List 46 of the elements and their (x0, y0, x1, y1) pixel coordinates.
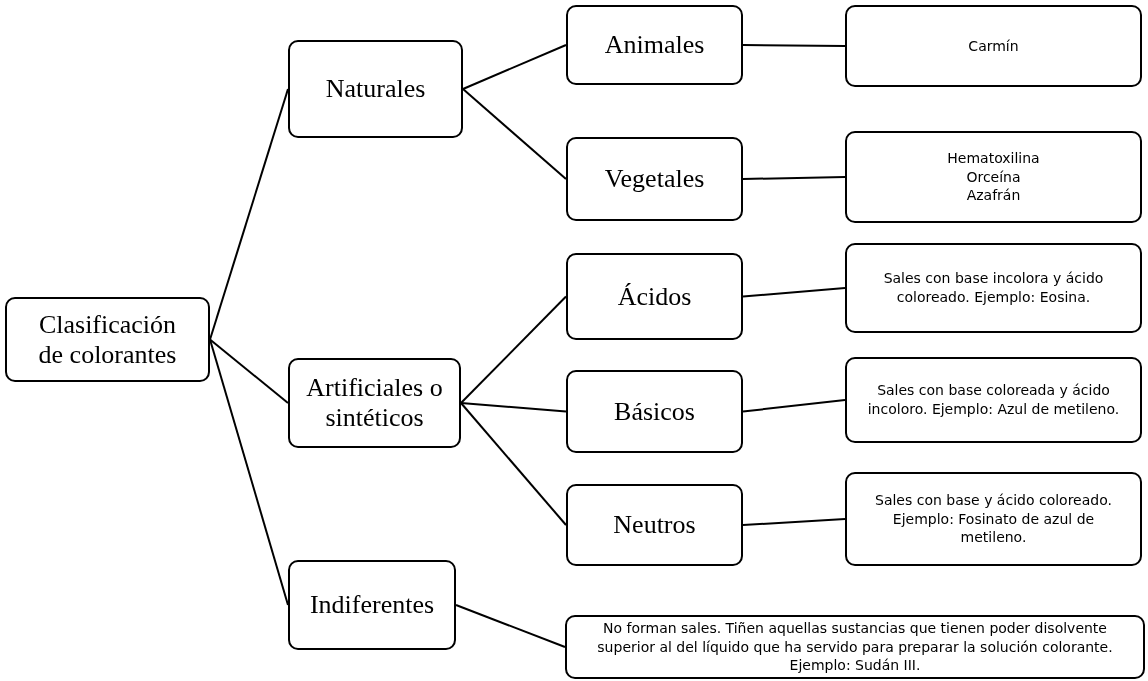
description-box (565, 615, 1145, 679)
box-text: Animales (604, 30, 705, 60)
connector-line (460, 402, 567, 526)
category-box (566, 5, 743, 85)
box-text: Carmín (968, 36, 1019, 56)
category-box (288, 358, 461, 448)
category-box (288, 560, 456, 650)
connector-line (742, 399, 846, 413)
box-text: Vegetales (604, 164, 705, 194)
box-text: Clasificación de colorantes (37, 309, 178, 370)
category-box (288, 40, 463, 138)
category-box (566, 484, 743, 566)
box-text: Orceína (966, 167, 1021, 187)
description-box (845, 243, 1142, 333)
connector-line (455, 604, 566, 648)
category-box (566, 137, 743, 221)
description-box (845, 472, 1142, 566)
box-text: Artificiales o sintéticos (305, 373, 444, 433)
connector-line (209, 88, 289, 341)
connector-line (460, 295, 567, 404)
connector-line (460, 402, 567, 413)
category-box (566, 253, 743, 340)
box-text: Sales con base incolora y ácido coloreado. Ejemplo: Eosina. (882, 269, 1105, 307)
box-text: Básicos (614, 396, 695, 427)
box-text: Sales con base coloreada y ácido incoloro. Ejemplo: Azul de metileno. (866, 381, 1121, 419)
box-text: No forman sales. Tiñen aquellas sustancias que tienen poder disolvente superior al del líquido que ha servido para preparar la solución colorante. Ejemplo: Sudán III. (596, 618, 1114, 676)
description-box (845, 131, 1142, 223)
box-text: Indiferentes (309, 590, 435, 620)
connector-line (209, 338, 289, 606)
box-text: Sales con base y ácido coloreado. Ejemplo: Fosinato de azul de metileno. (874, 490, 1113, 548)
box-text: Ácidos (617, 281, 692, 312)
category-box (5, 297, 210, 382)
connector-line (742, 44, 846, 47)
box-text: Hematoxilina (947, 148, 1040, 168)
connector-line (742, 518, 846, 526)
box-text: Naturales (325, 74, 426, 104)
category-box (566, 370, 743, 453)
connector-line (742, 176, 846, 180)
connector-line (209, 338, 289, 404)
description-box (845, 357, 1142, 443)
description-box (845, 5, 1142, 87)
box-text: Neutros (613, 510, 696, 540)
box-text: Azafrán (966, 186, 1021, 206)
connector-line (742, 287, 846, 298)
connector-line (462, 44, 567, 90)
connector-line (462, 88, 567, 180)
